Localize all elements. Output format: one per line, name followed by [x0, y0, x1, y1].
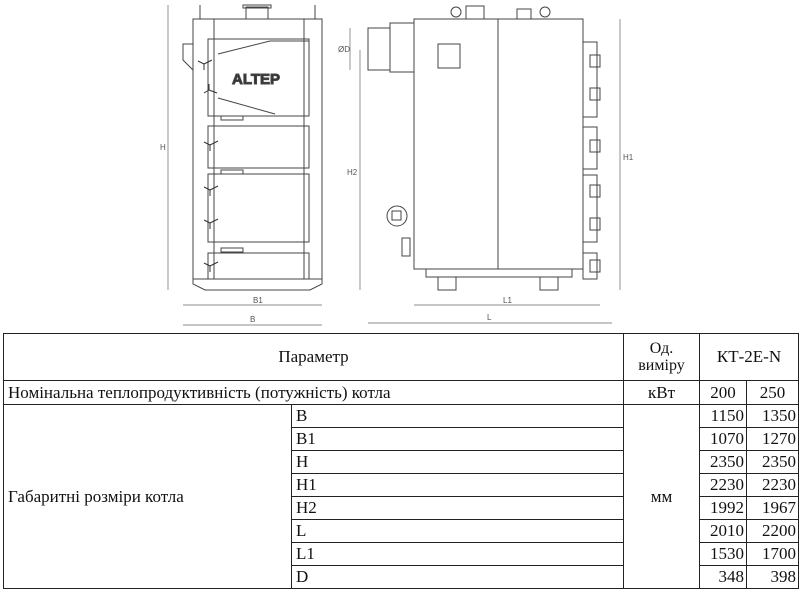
dim-label-h1: H1 — [623, 153, 634, 162]
dimension-value-250: 1967 — [746, 496, 799, 520]
middle-door — [207, 125, 310, 169]
dimension-value-250: 2230 — [746, 473, 799, 497]
dim-label-b: B — [250, 315, 255, 324]
dimension-value-200: 1530 — [699, 542, 747, 566]
front-view: ALTEP — [182, 4, 323, 291]
dimension-value-200: 1992 — [699, 496, 747, 520]
dimension-name: L — [291, 519, 624, 543]
dimension-value-250: 1700 — [746, 542, 799, 566]
side-view — [367, 5, 601, 291]
dimensions-table: Параметр Од.виміру КТ-2Е-N Номінальна те… — [3, 333, 799, 589]
flue-box — [389, 22, 415, 73]
dimension-name: H2 — [291, 496, 624, 520]
dim-label-d: ØD — [338, 45, 350, 54]
dimension-value-200: 348 — [699, 565, 747, 589]
header-unit-line2: виміру — [638, 357, 685, 374]
dimension-lines — [167, 5, 621, 326]
dim-label-b1: B1 — [253, 296, 263, 305]
dimension-value-200: 1070 — [699, 427, 747, 451]
dimension-name: D — [291, 565, 624, 589]
dimension-value-250: 1270 — [746, 427, 799, 451]
power-unit: кВт — [623, 380, 700, 405]
dim-label-l: L — [487, 313, 492, 322]
dimension-name: B — [291, 404, 624, 428]
dimension-name: H — [291, 450, 624, 474]
dimension-value-250: 2200 — [746, 519, 799, 543]
dimension-value-200: 1150 — [699, 404, 747, 428]
dimension-name: B1 — [291, 427, 624, 451]
dimension-value-200: 2010 — [699, 519, 747, 543]
power-label: Номінальна теплопродуктивність (потужніс… — [3, 380, 624, 405]
dimension-value-250: 398 — [746, 565, 799, 589]
dimension-value-200: 2350 — [699, 450, 747, 474]
dimension-name: L1 — [291, 542, 624, 566]
dimension-value-200: 2230 — [699, 473, 747, 497]
dim-label-l1: L1 — [503, 296, 512, 305]
header-unit-line1: Од. — [649, 340, 674, 357]
dim-label-h: H — [160, 143, 166, 152]
door-handles — [197, 59, 219, 272]
dimensions-label: Габаритні розміри котла — [3, 404, 292, 589]
power-row: Номінальна теплопродуктивність (потужніс… — [3, 380, 799, 405]
dim-label-h2: H2 — [347, 168, 358, 177]
dimensions-unit: мм — [623, 404, 700, 589]
boiler-technical-drawing: ALTEP H B1 B H2 ØD L1 L H1 — [160, 4, 634, 326]
power-value-200: 200 — [699, 380, 747, 405]
dimension-value-250: 1350 — [746, 404, 799, 428]
table-header-row: Параметр Од.виміру КТ-2Е-N — [3, 333, 799, 381]
header-unit: Од.виміру — [623, 333, 700, 381]
dimension-name: H1 — [291, 473, 624, 497]
lower-door — [207, 173, 310, 243]
ash-door — [207, 252, 310, 280]
altep-logo: ALTEP — [232, 71, 280, 88]
header-parameter: Параметр — [3, 333, 624, 381]
side-valves — [582, 41, 601, 280]
header-model: КТ-2Е-N — [699, 333, 799, 381]
power-value-250: 250 — [746, 380, 799, 405]
flue-pipe — [367, 27, 391, 71]
upper-door — [207, 38, 310, 117]
dimension-value-250: 2350 — [746, 450, 799, 474]
